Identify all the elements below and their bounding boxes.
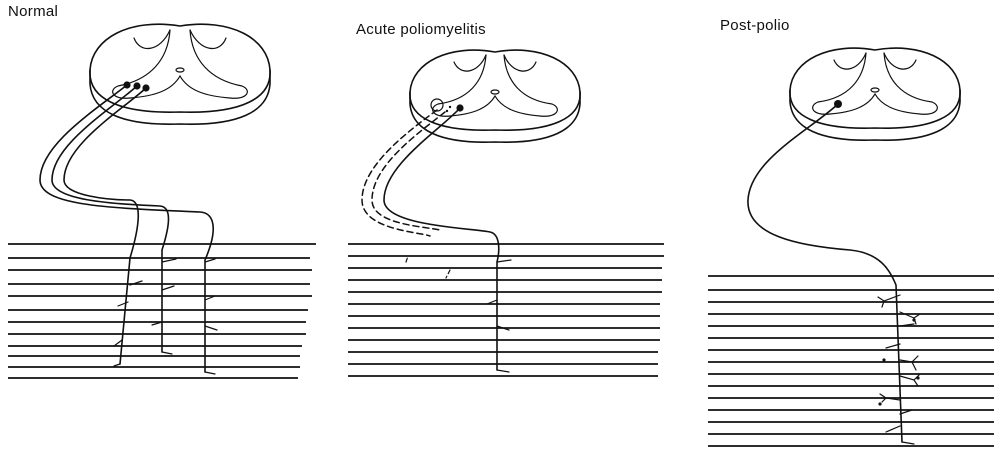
post-muscle-fibers	[708, 276, 994, 446]
acute-spinal-cord	[410, 50, 580, 142]
normal-axons	[40, 85, 217, 374]
normal-panel	[8, 24, 316, 378]
acute-muscle-fibers	[348, 244, 664, 376]
post-panel	[708, 48, 994, 446]
acute-panel	[348, 50, 664, 376]
normal-spinal-cord	[90, 24, 270, 124]
post-spinal-cord	[790, 48, 960, 140]
post-axon	[748, 104, 920, 444]
acute-axons	[362, 108, 511, 372]
